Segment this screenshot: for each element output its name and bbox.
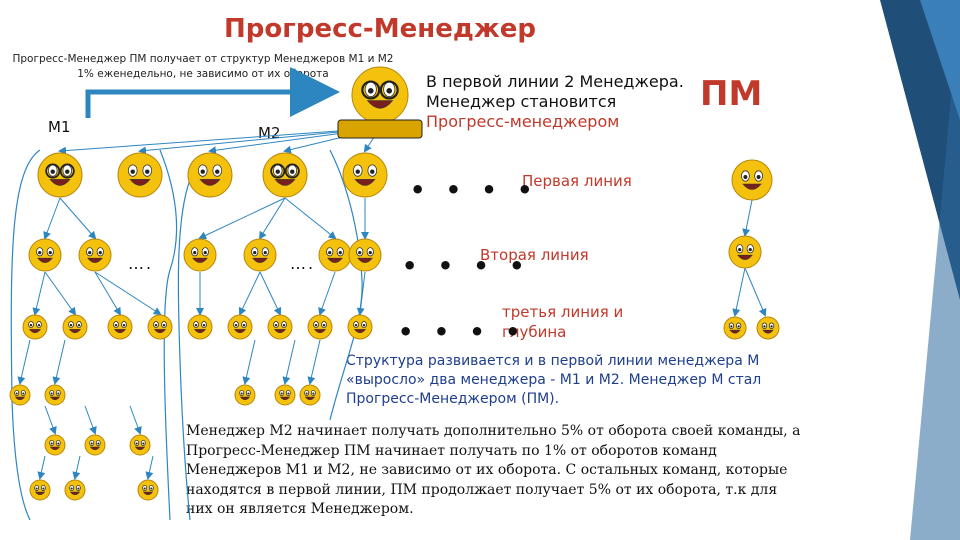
first-line-smiley bbox=[342, 152, 388, 198]
connector-arrow bbox=[307, 339, 321, 385]
ellipsis-m1-branch: …. bbox=[128, 254, 154, 273]
ellipsis-third: • • • • bbox=[398, 318, 527, 346]
connector-arrow bbox=[17, 339, 31, 385]
first-line-smiley bbox=[117, 152, 163, 198]
connector-arrow bbox=[94, 271, 122, 316]
second-line-smiley bbox=[243, 238, 277, 272]
right-smiley bbox=[728, 235, 762, 269]
pm-label: ПМ bbox=[700, 74, 763, 114]
deep-smiley bbox=[44, 384, 66, 406]
right-smiley bbox=[731, 159, 773, 201]
summary-text: Структура развивается и в первой линии м… bbox=[346, 353, 762, 407]
third-line-smiley bbox=[62, 314, 88, 340]
connector-arrow bbox=[198, 197, 286, 240]
third-line-smiley bbox=[347, 314, 373, 340]
decorative-triangles bbox=[880, 0, 960, 540]
third-line-smiley bbox=[107, 314, 133, 340]
second-line-smiley bbox=[28, 238, 62, 272]
deep-smiley bbox=[84, 434, 106, 456]
m2-label: М2 bbox=[258, 124, 281, 142]
third-line-smiley bbox=[147, 314, 173, 340]
second-line-smiley bbox=[348, 238, 382, 272]
deep-smiley bbox=[29, 479, 51, 501]
m1-label: М1 bbox=[48, 118, 71, 136]
deep-smiley bbox=[137, 479, 159, 501]
ellipsis-first: • • • • bbox=[410, 176, 539, 204]
connector-arrow bbox=[318, 271, 336, 316]
connector-arrow bbox=[242, 339, 256, 385]
connector-arrow bbox=[94, 271, 162, 316]
connector-arrow bbox=[129, 405, 142, 435]
third-line-smiley bbox=[307, 314, 333, 340]
connector-arrow bbox=[258, 197, 286, 240]
second-line-smiley bbox=[78, 238, 112, 272]
level-third-label: третья линия и глубина bbox=[502, 303, 624, 341]
connector-arrow bbox=[744, 267, 767, 317]
deep-smiley bbox=[9, 384, 31, 406]
right-smiley bbox=[756, 316, 780, 340]
connector-arrow bbox=[84, 405, 97, 435]
connector-arrow bbox=[44, 271, 77, 316]
connector-arrow bbox=[284, 197, 337, 240]
connector-arrow bbox=[52, 339, 66, 385]
first-line-note-line3: Прогресс-менеджером bbox=[426, 112, 620, 131]
structure-diagram bbox=[9, 66, 780, 521]
first-line-note-line2: Менеджер становится bbox=[426, 92, 617, 111]
second-line-smiley bbox=[183, 238, 217, 272]
third-line-smiley bbox=[267, 314, 293, 340]
pm-income-arrow bbox=[85, 67, 340, 118]
right-smiley bbox=[723, 316, 747, 340]
explanation-text: Менеджер М2 начинает получать дополнител… bbox=[186, 423, 801, 517]
connector-arrow bbox=[43, 197, 61, 240]
first-line-smiley bbox=[187, 152, 233, 198]
deep-smiley bbox=[44, 434, 66, 456]
connector-arrow bbox=[238, 271, 261, 316]
connector-arrow bbox=[282, 339, 296, 385]
m2-branch-outline bbox=[177, 149, 363, 521]
m2-smiley bbox=[262, 152, 308, 198]
pm-desk bbox=[337, 119, 423, 139]
pm-smiley bbox=[351, 66, 409, 124]
connector-arrow bbox=[742, 199, 753, 237]
level-second-label: Вторая линия bbox=[480, 246, 589, 264]
connector-arrow bbox=[259, 271, 282, 316]
deep-smiley bbox=[234, 384, 256, 406]
second-line-smiley bbox=[318, 238, 352, 272]
first-line-note: В первой линии 2 Менеджера. Менеджер ста… bbox=[426, 72, 716, 132]
connector-arrow bbox=[44, 405, 57, 435]
connector-arrow bbox=[37, 455, 46, 480]
connector-arrow bbox=[732, 267, 746, 317]
m1-smiley bbox=[37, 152, 83, 198]
ellipsis-second: • • • • bbox=[402, 252, 531, 280]
connector-arrow bbox=[58, 127, 381, 155]
deep-smiley bbox=[129, 434, 151, 456]
note-text: Прогресс-Менеджер ПМ получает от структу… bbox=[12, 53, 394, 80]
third-line-smiley bbox=[22, 314, 48, 340]
third-line-smiley bbox=[227, 314, 253, 340]
page-title: Прогресс-Менеджер bbox=[224, 14, 536, 44]
m1-branch-outline bbox=[10, 149, 178, 521]
connector-arrow bbox=[32, 271, 46, 316]
third-line-smiley bbox=[187, 314, 213, 340]
ellipsis-m2-branch: …. bbox=[290, 254, 316, 273]
deep-smiley bbox=[64, 479, 86, 501]
connector-arrow bbox=[145, 455, 154, 480]
first-line-note-line1: В первой линии 2 Менеджера. bbox=[426, 72, 684, 91]
connector-arrow bbox=[59, 197, 97, 240]
deep-smiley bbox=[299, 384, 321, 406]
connector-arrow bbox=[72, 455, 81, 480]
connector-arrow bbox=[356, 271, 366, 316]
level-first-label: Первая линия bbox=[522, 172, 632, 190]
deep-smiley bbox=[274, 384, 296, 406]
